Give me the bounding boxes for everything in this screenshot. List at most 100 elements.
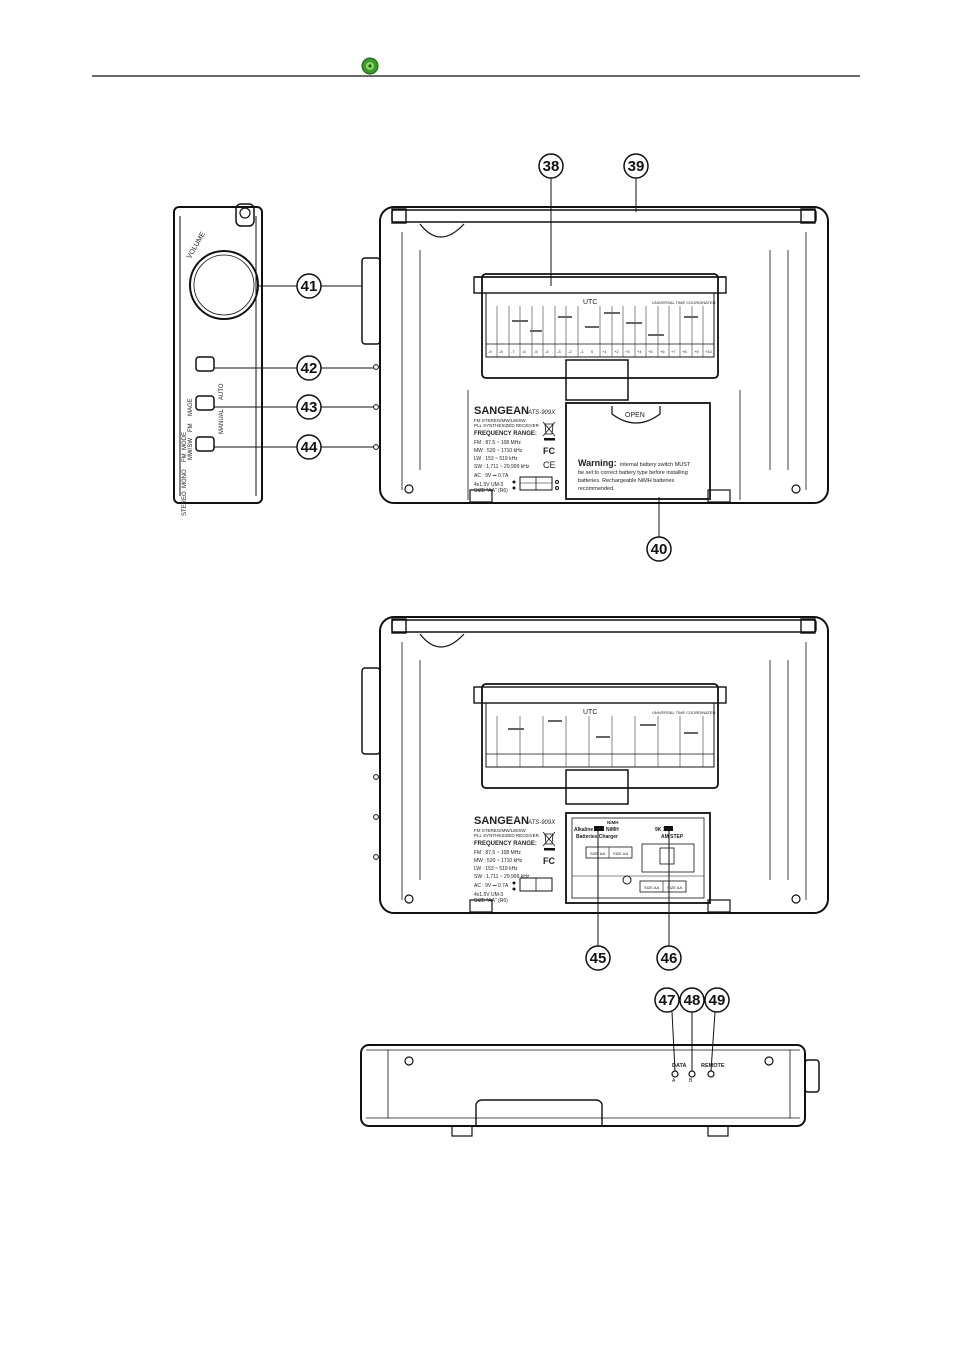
svg-text:43: 43 — [301, 399, 318, 416]
callout-42: 42 — [214, 355, 374, 381]
svg-text:47: 47 — [659, 992, 676, 1009]
side-label-mode: MODE — [182, 432, 188, 450]
svg-text:41: 41 — [301, 278, 318, 295]
svg-text:39: 39 — [628, 158, 645, 175]
fc-mark: FC — [543, 446, 555, 456]
open-label: OPEN — [625, 412, 645, 419]
battery-door — [565, 402, 711, 500]
power-label: AC : 9V ⎓ 0.7A — [474, 473, 509, 479]
cell-2: SIZE AA — [613, 851, 628, 856]
callout-38: 38 — [538, 153, 564, 286]
data-a-label: A — [672, 1078, 676, 1084]
svg-text:-3: -3 — [557, 349, 561, 354]
band-switch — [195, 395, 215, 411]
size-label-2: SIZE "AA" (R6) — [474, 898, 508, 904]
volume-knob — [189, 250, 259, 320]
freq-fm-2: FM : 87.5 ~ 108 MHz — [474, 850, 521, 856]
svg-text:+7: +7 — [671, 349, 676, 354]
freq-lw: LW : 153 ~ 519 kHz — [474, 456, 518, 462]
remote-label: REMOTE — [701, 1063, 725, 1069]
remote-jack — [707, 1070, 715, 1078]
label-line2-2: PLL SYNTHESIZED RECEIVER — [474, 833, 540, 838]
svg-text:+1: +1 — [602, 349, 607, 354]
svg-text:+9: +9 — [694, 349, 699, 354]
brand-label: SANGEAN — [474, 405, 529, 417]
battery-compartment — [565, 812, 711, 904]
side-label-stereo: STEREO — [182, 491, 188, 516]
svg-text:42: 42 — [301, 360, 318, 377]
utc-columns — [496, 306, 704, 357]
recycle-bin-icon — [542, 421, 556, 441]
battery-label-2: 4x1.5V UM-3 — [474, 892, 503, 898]
switch-nimh: NiMH — [606, 827, 619, 833]
warning-line3: batteries. Rechargeable NiMH batteries — [578, 478, 675, 484]
radio-back-view: UTC UNIVERSAL TIME COORDINATED — [361, 206, 829, 504]
svg-text:49: 49 — [709, 992, 726, 1009]
callout-39: 39 — [623, 153, 649, 212]
svg-text:+8: +8 — [682, 349, 687, 354]
freq-sw-2: SW : 1,711 ~ 29,999 kHz — [474, 874, 530, 880]
utc-offsets: -9 -8 -7 -6 -5 -4 -3 -2 -1 0 +1 +2 +3 +4… — [488, 349, 713, 354]
svg-text:-8: -8 — [499, 349, 503, 354]
label-line1-2: FM STEREO/MW/LW/SW — [474, 828, 526, 833]
utc-title-2: UTC — [583, 709, 597, 716]
utc-subtitle-2: UNIVERSAL TIME COORDINATED — [652, 710, 716, 715]
data-label: DATA — [672, 1063, 686, 1069]
nimh-top-label: NiMH — [607, 820, 619, 825]
model-label-2: ATS-909X — [527, 820, 556, 826]
warning-title: Warning: — [578, 458, 617, 468]
radio-side-view: VOLUME MANUAL AUTO MW/SW FM MAGE STEREO … — [173, 203, 263, 516]
svg-text:40: 40 — [651, 541, 668, 558]
svg-text:-1: -1 — [580, 349, 584, 354]
side-label-fm2: FM — [182, 453, 188, 462]
svg-text:+4: +4 — [637, 349, 642, 354]
callout-43: 43 — [214, 394, 374, 420]
utc-card — [481, 273, 719, 379]
callout-40: 40 — [646, 497, 672, 562]
callout-45: 45 — [585, 830, 611, 971]
svg-text:+2: +2 — [614, 349, 619, 354]
freq-lw-2: LW : 153 ~ 519 kHz — [474, 866, 518, 872]
warning-line1: internal battery switch MUST — [620, 462, 691, 468]
freq-mw-2: MW : 520 ~ 1710 kHz — [474, 858, 523, 864]
svg-text:-2: -2 — [568, 349, 572, 354]
battery-type-switch — [594, 826, 604, 831]
freq-fm: FM : 87.5 ~ 108 MHz — [474, 440, 521, 446]
fc-mark-2: FC — [543, 856, 555, 866]
brand-label-2: SANGEAN — [474, 815, 529, 827]
battery-label: 4x1.5V UM-3 — [474, 482, 503, 488]
side-label-mage: MAGE — [188, 398, 194, 416]
freq-title-2: FREQUENCY RANGE: — [474, 841, 537, 847]
data-b-label: B — [689, 1078, 693, 1084]
warning-line4: recommended. — [578, 486, 615, 492]
data-jack-a — [671, 1070, 679, 1078]
label-line2: PLL SYNTHESIZED RECEIVER — [474, 423, 540, 428]
model-label: ATS-909X — [527, 410, 556, 416]
utc-columns-2 — [496, 716, 704, 767]
svg-text:48: 48 — [684, 992, 701, 1009]
telescopic-antenna — [391, 209, 817, 223]
side-label-fm: FM — [188, 423, 194, 432]
utc-subtitle: UNIVERSAL TIME COORDINATED — [652, 300, 716, 305]
fm-mode-switch — [195, 436, 215, 452]
svg-text:44: 44 — [301, 439, 318, 456]
side-label-mono: MONO — [182, 469, 188, 488]
freq-mw: MW : 520 ~ 1710 kHz — [474, 448, 523, 454]
callout-41: 41 — [258, 273, 362, 299]
callout-44: 44 — [214, 434, 374, 460]
side-label-mwsw: MW/SW — [188, 438, 194, 460]
label-line1: FM STEREO/MW/LW/SW — [474, 418, 526, 423]
logo-icon — [361, 57, 379, 75]
recycle-bin-icon-2 — [542, 831, 556, 851]
callout-46: 46 — [656, 830, 682, 971]
svg-text:-9: -9 — [488, 349, 492, 354]
am-step-caption: AM STEP — [661, 834, 684, 840]
radio-back-view-open: UTC UNIVERSAL TIME COORDINATED SANGEAN A… — [361, 616, 829, 914]
volume-label: VOLUME — [186, 231, 207, 260]
switch-alkaline: Alkaline — [574, 827, 593, 833]
ce-mark: CE — [543, 460, 556, 470]
callout-48: 48 — [679, 987, 705, 1071]
radio-bottom-view: DATA A B REMOTE — [360, 1044, 820, 1137]
cell-3: SIZE AA — [644, 885, 659, 890]
